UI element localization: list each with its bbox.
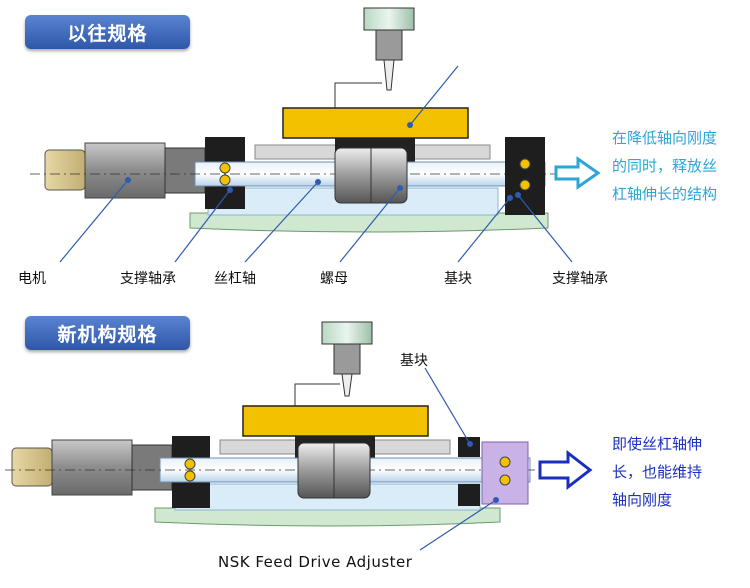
label-base-old: 基块 (444, 271, 472, 287)
old-spindle-body (375, 29, 403, 61)
new-base-block-black-lower (458, 484, 480, 506)
old-bearing-ball (219, 174, 231, 186)
old-leader-lines (59, 65, 573, 263)
new-leader-lines (419, 367, 497, 551)
new-bearing-ball (499, 474, 511, 486)
note-old-line-2: 的同时，释放丝 (612, 157, 718, 175)
old-base-plate (189, 212, 549, 233)
new-assembly (5, 321, 593, 551)
old-bearing-ball (219, 162, 231, 174)
old-bearing-housing-right (505, 137, 545, 215)
old-bearing-ball (519, 179, 531, 191)
title-new-spec: 新机构规格 (25, 316, 190, 350)
old-motor-cap (44, 149, 86, 191)
label-nut: 螺母 (320, 271, 348, 287)
new-tool (341, 373, 353, 397)
label-motor: 电机 (18, 271, 46, 287)
new-feed-drive-adjuster (481, 441, 529, 505)
old-tool (383, 59, 395, 91)
old-spindle-head (363, 7, 415, 31)
arrow-right-icon (538, 449, 593, 491)
new-base-plate (154, 507, 501, 527)
new-motor-cap (11, 447, 53, 487)
new-motor-body (51, 439, 133, 496)
new-base-block-black (458, 437, 480, 457)
note-old-line-1: 在降低轴向刚度 (612, 129, 718, 147)
old-table (282, 107, 469, 139)
label-bearing-right: 支撑轴承 (552, 271, 608, 287)
note-new-line-2: 长，也能维持 (612, 463, 703, 481)
new-bearing-ball (499, 456, 511, 468)
label-base-new: 基块 (400, 353, 428, 369)
title-old-spec: 以往规格 (25, 15, 190, 49)
label-nsk-adjuster: NSK Feed Drive Adjuster (218, 553, 413, 571)
new-spindle-body (333, 343, 361, 375)
note-old: 在降低轴向刚度 的同时，释放丝 杠轴伸长的结构 (612, 124, 750, 208)
arrow-right-icon (554, 156, 601, 190)
old-bearing-ball (519, 158, 531, 170)
label-screw-shaft: 丝杠轴 (214, 271, 256, 287)
new-bearing-ball (184, 470, 196, 482)
new-table (242, 405, 429, 437)
old-assembly (30, 7, 601, 263)
note-new: 即使丝杠轴伸 长，也能维持 轴向刚度 (612, 430, 750, 514)
old-leader-dots (125, 122, 521, 201)
new-leader-dots (467, 441, 499, 503)
new-workpiece (294, 383, 340, 406)
new-spindle-head (321, 321, 373, 345)
note-old-line-3: 杠轴伸长的结构 (612, 185, 718, 203)
old-motor-body (84, 142, 166, 199)
note-new-line-3: 轴向刚度 (612, 491, 673, 509)
label-bearing-left: 支撑轴承 (120, 271, 176, 287)
note-new-line-1: 即使丝杠轴伸 (612, 435, 703, 453)
new-bearing-ball (184, 458, 196, 470)
old-workpiece (334, 82, 382, 108)
